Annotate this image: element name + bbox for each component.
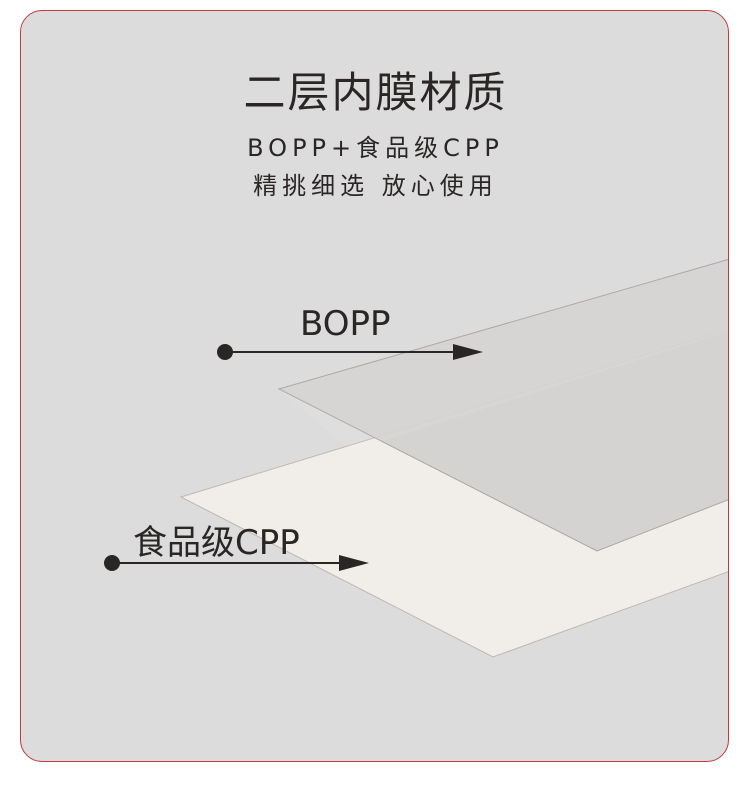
cpp-pointer-arrowhead [339,555,369,571]
product-panel: 二层内膜材质 BOPP+食品级CPP 精挑细选 放心使用 BOPP 食品级CPP [20,10,729,762]
page-title: 二层内膜材质 [243,68,508,117]
cpp-layer-label: 食品级CPP [133,523,300,563]
film-layers-illustration [104,259,728,658]
bopp-film-layer [277,259,728,552]
bopp-film-highlight [279,259,728,451]
subtitle-material: BOPP+食品级CPP [247,134,504,162]
subtitle-slogan: 精挑细选 放心使用 [253,172,498,200]
bopp-layer-label: BOPP [300,304,391,344]
bopp-pointer-arrowhead [453,344,483,360]
